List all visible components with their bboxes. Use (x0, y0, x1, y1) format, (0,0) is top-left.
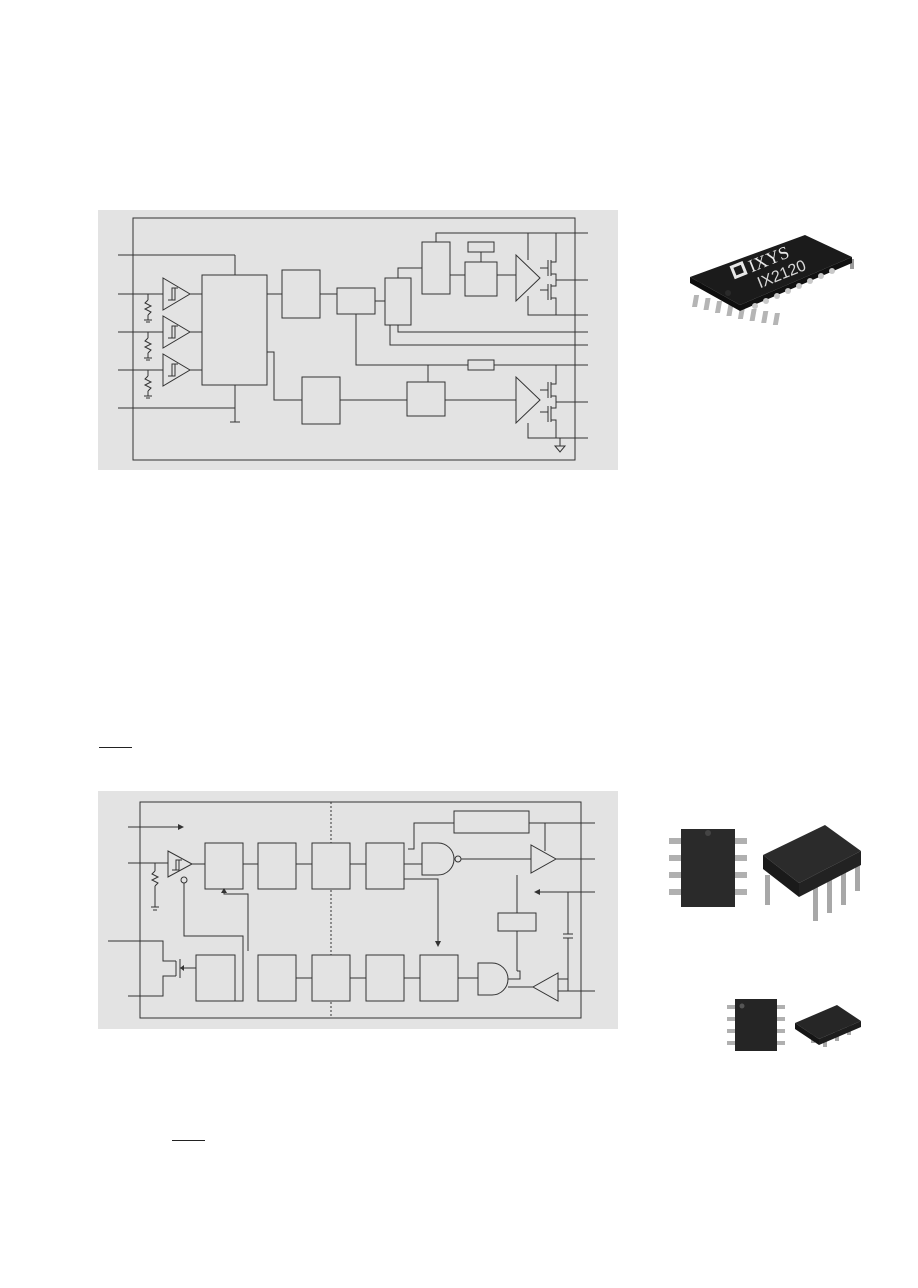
function-block (336, 287, 376, 315)
mosfet-icon (540, 402, 557, 438)
arrow-icon (178, 824, 184, 830)
function-block-small (497, 912, 537, 932)
mosfet-icon (540, 365, 557, 406)
schmitt-trigger-buffer-icon (162, 353, 202, 387)
block-diagram-bottom-svg (108, 801, 595, 1019)
function-block-small (467, 359, 495, 371)
overbar-line (99, 747, 132, 748)
mosfet-icon (540, 280, 557, 315)
schmitt-trigger-buffer-icon (167, 850, 205, 884)
schmitt-trigger-buffer-icon (162, 315, 202, 349)
function-block (365, 954, 405, 1002)
function-block (281, 269, 321, 319)
function-block (311, 842, 351, 890)
ic-boundary (132, 217, 576, 461)
block-diagram-bottom (98, 791, 618, 1029)
driver-buffer-icon (531, 972, 559, 1002)
function-block (301, 376, 341, 425)
block-diagram-top-svg (118, 217, 588, 461)
function-block (195, 954, 236, 1002)
arrow-icon (534, 889, 540, 895)
function-block (365, 842, 405, 890)
driver-buffer-icon (515, 375, 541, 425)
function-block (257, 842, 297, 890)
function-block (257, 954, 297, 1002)
resistor-icon (150, 863, 160, 911)
function-block (204, 842, 244, 890)
block-diagram-top (98, 210, 618, 470)
overbar-line (172, 1140, 205, 1141)
soic-28-chip-image: IXYS IX2120 (680, 205, 860, 330)
function-block (464, 261, 498, 297)
function-block-small (467, 241, 495, 253)
nand-gate-icon (421, 842, 462, 876)
mosfet-icon (175, 959, 196, 978)
resistor-icon (143, 332, 153, 361)
function-block (406, 381, 446, 417)
function-block (421, 241, 451, 295)
ic-boundary (139, 801, 582, 1019)
driver-buffer-icon (515, 253, 541, 303)
and-gate-icon (477, 962, 509, 996)
resistor-icon (143, 370, 153, 399)
function-block-wide (453, 810, 530, 834)
capacitor-icon (563, 933, 573, 939)
mosfet-icon (540, 233, 557, 284)
soic-8-chip-image (725, 995, 865, 1055)
logic-block (201, 274, 268, 386)
resistor-icon (143, 294, 153, 323)
driver-buffer-icon (530, 844, 558, 874)
ground-icon (553, 445, 567, 453)
dip-8-chip-image (665, 815, 865, 925)
function-block (419, 954, 459, 1002)
function-block (384, 277, 412, 326)
function-block (311, 954, 351, 1002)
schmitt-trigger-buffer-icon (162, 277, 202, 311)
